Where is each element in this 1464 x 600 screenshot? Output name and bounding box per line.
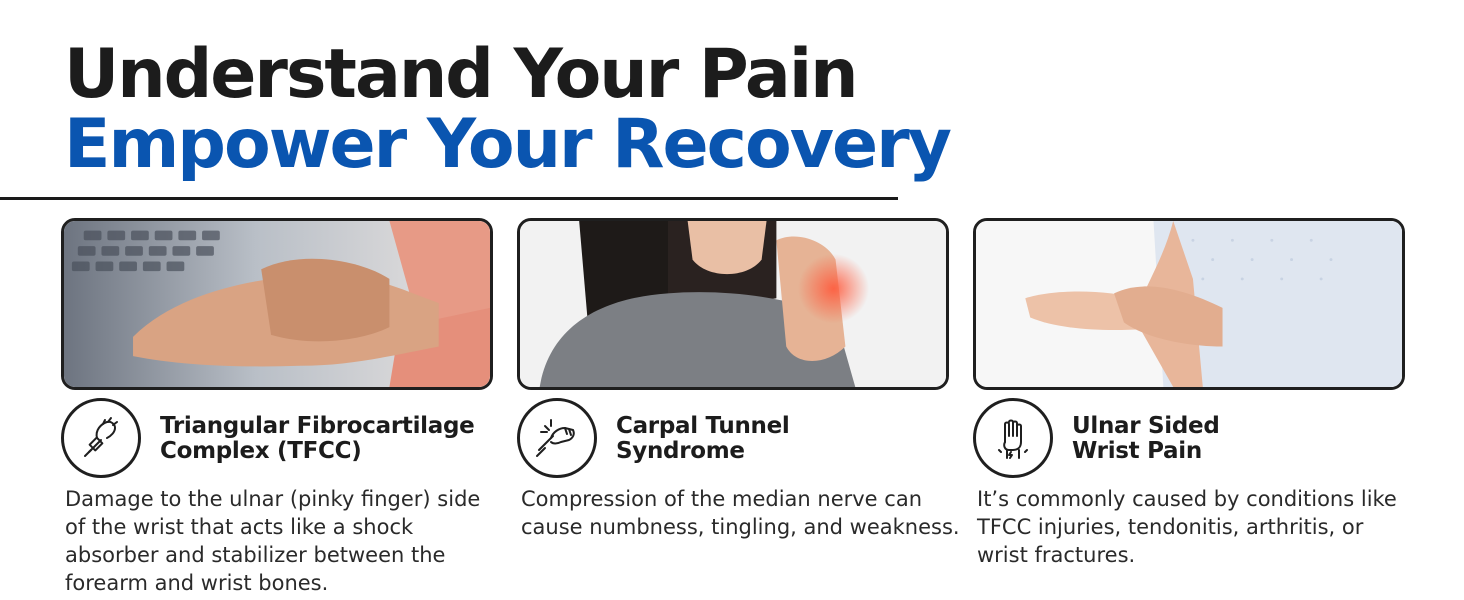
photo-holding-wrist-white-shirt bbox=[973, 218, 1405, 390]
card-description: Compression of the median nerve can caus… bbox=[521, 487, 960, 539]
card-description: It’s commonly caused by conditions like … bbox=[977, 487, 1397, 567]
raised-hand-pain-icon bbox=[973, 398, 1053, 478]
condition-card-carpal-tunnel: Carpal Tunnel Syndrome Compression of th… bbox=[517, 218, 960, 600]
photo-wrist-laptop bbox=[61, 218, 493, 390]
card-title-line-2: Syndrome bbox=[616, 438, 745, 464]
condition-card-ulnar-wrist: Ulnar Sided Wrist Pain It’s commonly cau… bbox=[973, 218, 1405, 600]
page-headline: Understand Your Pain Empower Your Recove… bbox=[64, 35, 952, 184]
card-description: Damage to the ulnar (pinky finger) side … bbox=[65, 487, 481, 595]
card-title-line-1: Ulnar Sided bbox=[1072, 413, 1220, 439]
card-title-line-1: Carpal Tunnel bbox=[616, 413, 790, 439]
photo-woman-holding-wrist bbox=[517, 218, 949, 390]
headline-divider bbox=[0, 197, 898, 200]
condition-card-tfcc: Triangular Fibrocartilage Complex (TFCC)… bbox=[61, 218, 493, 600]
card-title: Triangular Fibrocartilage Complex (TFCC) bbox=[160, 414, 500, 464]
wrist-bandage-icon bbox=[61, 398, 141, 478]
hand-pain-icon bbox=[517, 398, 597, 478]
headline-line-1: Understand Your Pain bbox=[64, 35, 859, 114]
card-title-line-2: Wrist Pain bbox=[1072, 438, 1202, 464]
card-title-line-2: Complex (TFCC) bbox=[160, 438, 362, 464]
card-title: Ulnar Sided Wrist Pain bbox=[1072, 414, 1412, 464]
headline-line-2: Empower Your Recovery bbox=[64, 105, 952, 184]
card-title: Carpal Tunnel Syndrome bbox=[616, 414, 956, 464]
card-title-line-1: Triangular Fibrocartilage bbox=[160, 413, 475, 439]
